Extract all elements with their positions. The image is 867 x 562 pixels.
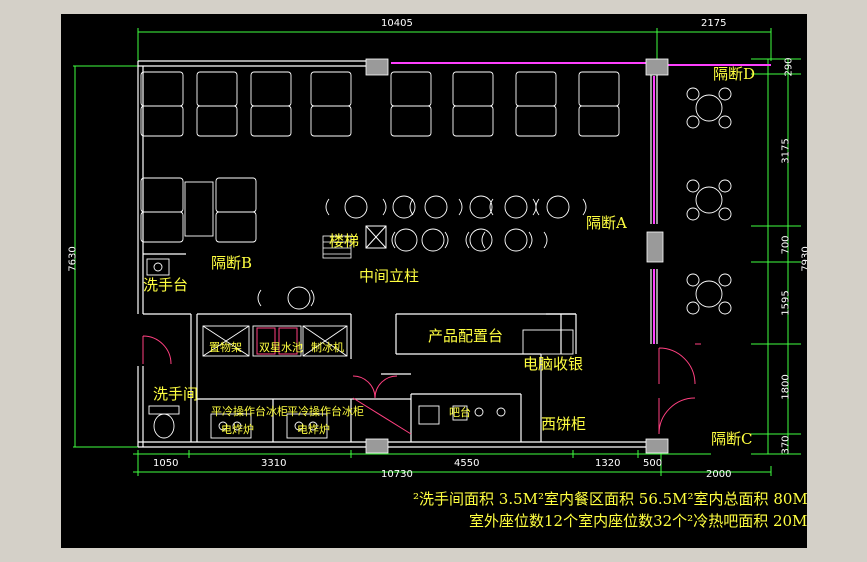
dimension-lines	[73, 28, 801, 476]
label-partition-a: 隔断A	[586, 214, 627, 232]
label-washroom: 洗手间	[153, 385, 199, 403]
doors[interactable]	[142, 335, 701, 435]
label-hand-sink: 洗手台	[143, 276, 189, 294]
column-middle	[365, 225, 387, 249]
dim-right-c: 1595	[780, 290, 792, 316]
hand-sink	[146, 258, 170, 276]
label-double-sink: 双星水池	[259, 341, 303, 354]
dim-bottom-1: 1050	[153, 458, 179, 469]
double-sink-lines	[256, 327, 298, 355]
label-cashier: 电脑收银	[523, 355, 584, 373]
label-cold-table-2: 平冷操作台冰柜	[287, 405, 364, 418]
dim-bottom-2: 3310	[261, 458, 287, 469]
stair	[322, 235, 352, 259]
label-cold-table-1: 平冷操作台冰柜	[211, 405, 288, 418]
dim-right-total: 7930	[800, 246, 807, 272]
dim-bottom-total: 10730	[381, 469, 413, 480]
dim-left-total: 7630	[67, 246, 79, 272]
label-stove-1: 电炸炉	[221, 423, 254, 436]
area-note-line1: ²洗手间面积 3.5M²室内餐区面积 56.5M²室内总面积 80M	[413, 490, 807, 508]
label-product-counter: 产品配置台	[428, 327, 504, 345]
floor-plan	[73, 28, 801, 476]
dim-right-d: 1800	[780, 374, 792, 400]
dim-right-b: 700	[780, 235, 792, 255]
dim-bottom-5: 500	[643, 458, 663, 469]
kitchen-equipment	[202, 325, 574, 439]
dim-bottom-3: 4550	[454, 458, 480, 469]
area-note-line2: 室外座位数12个室内座位数32个²冷热吧面积 20M	[469, 512, 807, 530]
cad-viewport[interactable]: 10405 2175 290 3175 700 1595 1800 370 79…	[61, 14, 807, 548]
label-stair: 楼梯	[329, 232, 360, 250]
label-ice-maker: 制冰机	[311, 341, 344, 354]
label-partition-b: 隔断B	[211, 254, 253, 272]
label-storage-rack: 置物架	[209, 341, 242, 354]
round-tables	[257, 87, 732, 315]
label-middle-column: 中间立柱	[359, 267, 420, 285]
dim-bottom-4: 1320	[595, 458, 621, 469]
columns	[365, 58, 669, 454]
label-partition-d: 隔断D	[713, 65, 756, 83]
dim-top-right: 2175	[701, 18, 727, 29]
walls	[137, 60, 658, 448]
glass-partitions	[391, 62, 771, 344]
label-bar: 吧台	[449, 406, 471, 419]
dim-top-main: 10405	[381, 18, 413, 29]
dim-right-a: 3175	[780, 138, 792, 164]
label-stove-2: 电炸炉	[297, 423, 330, 436]
booth-seating	[140, 71, 620, 243]
label-partition-c: 隔断C	[711, 430, 753, 448]
toilet	[148, 405, 180, 439]
dim-right-e: 370	[780, 435, 792, 455]
dim-right-top: 290	[783, 57, 795, 77]
dim-bottom-right: 2000	[706, 469, 732, 480]
label-west-cabinet: 西饼柜	[541, 415, 587, 433]
